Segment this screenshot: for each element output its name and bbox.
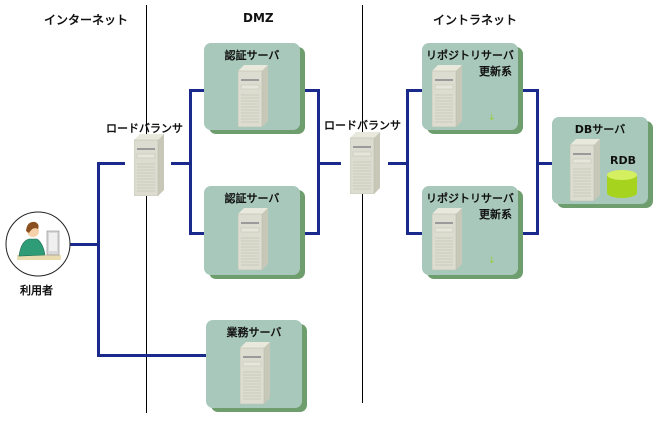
repository-server-2[interactable]: リポジトリサーバ 更新系 ↓ [422, 186, 518, 275]
server-title: 業務サーバ [226, 326, 282, 339]
auth-server-2[interactable]: 認証サーバ [204, 186, 300, 275]
server-tower-icon [134, 134, 164, 196]
server-title: リポジトリサーバ [426, 192, 514, 205]
server-title: DBサーバ [574, 123, 626, 136]
server-title: リポジトリサーバ [426, 49, 514, 62]
zone-label-dmz: DMZ [243, 11, 274, 25]
user-at-computer-icon [5, 211, 71, 277]
server-title: 認証サーバ [224, 192, 280, 205]
divider-internet-dmz [146, 5, 147, 413]
server-tower-icon [570, 139, 600, 201]
user-label: 利用者 [20, 284, 53, 297]
repository-server-1[interactable]: リポジトリサーバ 更新系 ↓ [422, 43, 518, 130]
business-server[interactable]: 業務サーバ [206, 320, 302, 408]
server-tower-icon [350, 132, 380, 194]
divider-dmz-intranet [362, 5, 363, 403]
status-mark: ↓ [488, 113, 496, 123]
status-mark: ↓ [488, 256, 496, 266]
server-tower-icon [240, 342, 270, 404]
server-tower-icon [432, 65, 462, 127]
load-balancer-label: ロードバランサ [324, 119, 401, 132]
zone-label-internet: インターネット [44, 13, 129, 27]
load-balancer-label: ロードバランサ [106, 122, 183, 135]
db-server[interactable]: DBサーバ RDB [552, 117, 648, 204]
server-subtitle: 更新系 [479, 65, 512, 78]
rdb-label: RDB [610, 154, 636, 167]
server-tower-icon [238, 65, 268, 127]
server-title: 認証サーバ [224, 49, 280, 62]
zone-label-intranet: イントラネット [433, 13, 518, 27]
database-cylinder-icon [607, 170, 637, 198]
server-subtitle: 更新系 [479, 208, 512, 221]
server-tower-icon [432, 208, 462, 270]
server-tower-icon [238, 208, 268, 270]
auth-server-1[interactable]: 認証サーバ [204, 43, 300, 130]
